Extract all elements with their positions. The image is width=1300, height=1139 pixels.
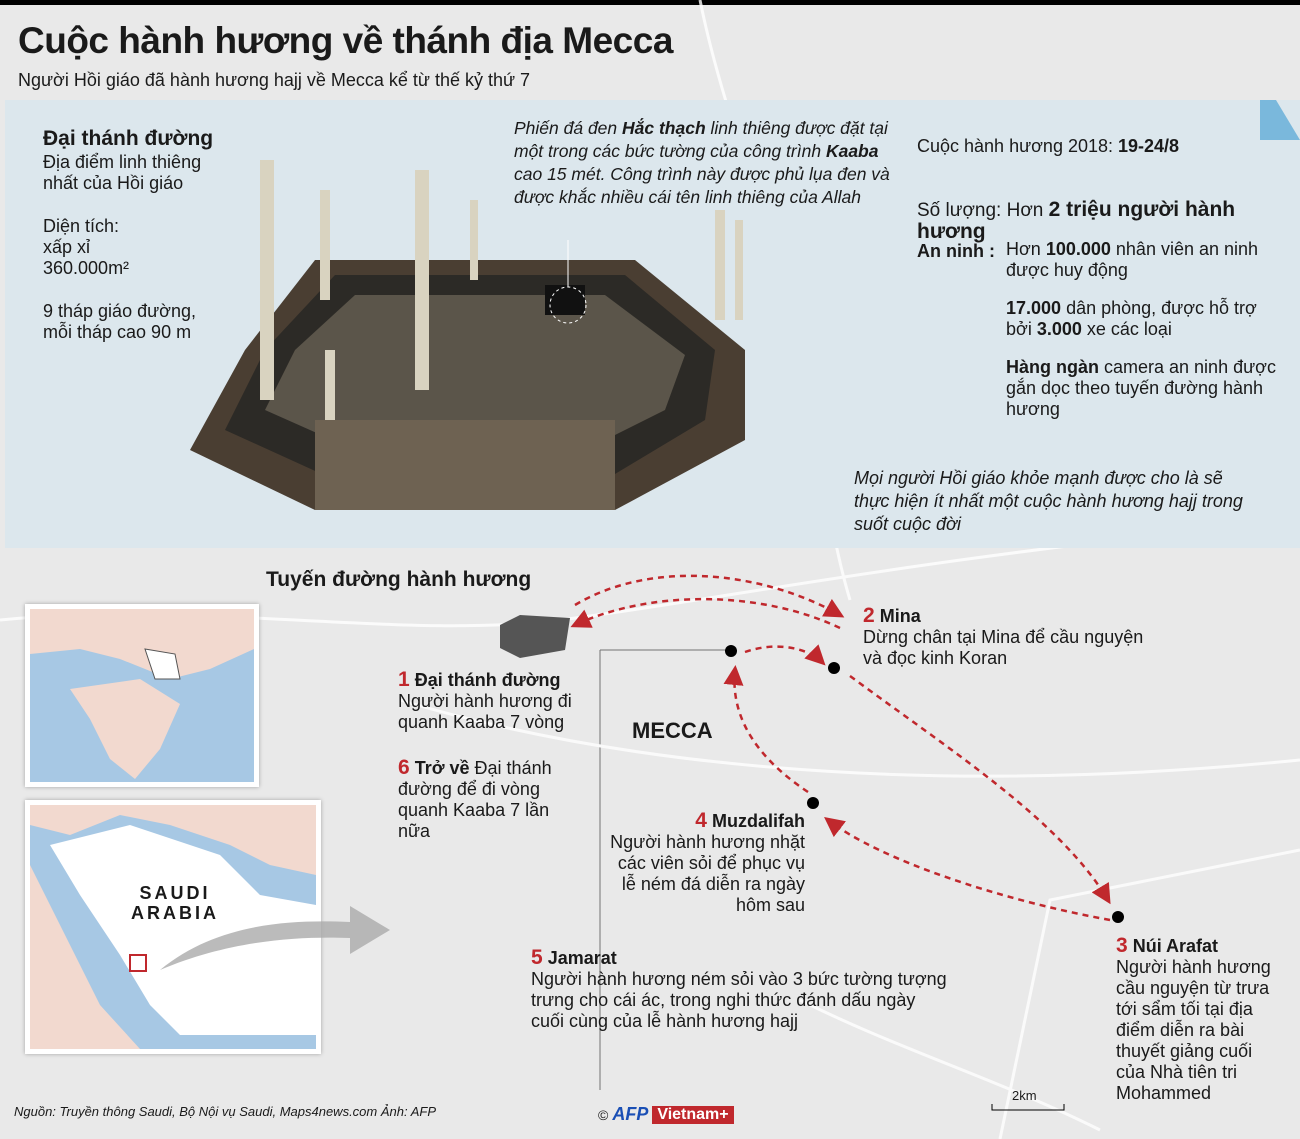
stop-number: 3 [1116,934,1128,957]
page-title: Cuộc hành hương về thánh địa Mecca [18,20,673,61]
stop-text: Người hành hương nhặt các viên sỏi để ph… [610,832,805,915]
area-value: xấp xỉ 360.000m² [43,237,130,278]
stop-text: Người hành hương ném sỏi vào 3 bức tường… [531,969,947,1031]
stop-number: 4 [695,809,707,832]
count-value: 2 triệu người hành hương [917,198,1236,243]
afp-logo: AFP [612,1104,649,1124]
security-colon: : [989,241,995,261]
date-label: Cuộc hành hương 2018: [917,136,1118,156]
stop-name: Muzdalifah [712,811,805,831]
jamarat-point [725,645,737,657]
mosque-info: Đại thánh đường Địa điểm linh thiêng nhấ… [43,126,233,343]
fact-bold: 3.000 [1036,319,1082,339]
black-stone-note: Phiến đá đen Hắc thạch linh thiêng được … [514,117,894,209]
vietnamplus-logo: Vietnam+ [652,1105,734,1124]
security-fact-1: Hơn 100.000 nhân viên an ninh được huy đ… [1006,239,1266,281]
mosque-heading: Đại thánh đường [43,127,214,150]
route-arrow-2-3 [849,674,1111,905]
road [399,698,1300,778]
country-label: SAUDI ARABIA [131,883,219,923]
stop-number: 6 [398,756,410,779]
mosque-desc: Địa điểm linh thiêng nhất của Hồi giáo [43,152,202,193]
arafat-point [1112,911,1124,923]
stop-name: Đại thánh đường [414,670,561,690]
world-map [30,609,254,782]
world-inset-map [25,604,259,787]
stop-text: Dừng chân tại Mina để cầu nguyện và đọc … [863,627,1144,668]
fact-text: camera an ninh được gắn dọc theo tuyến đ… [1006,357,1276,419]
stop-name: Núi Arafat [1132,936,1219,956]
scale-label: 2km [1012,1088,1037,1103]
fact-text: dân phòng, được hỗ trợ bởi [1006,298,1257,339]
date-value: 19-24/8 [1118,136,1180,156]
count-label: Số lượng: [917,200,1002,221]
note-text: Phiến đá đen [514,118,623,138]
fact-bold: Hàng ngàn [1006,357,1099,377]
fact-bold: 17.000 [1006,298,1062,318]
top-bar [0,0,1300,5]
city-label: MECCA [632,718,713,743]
route-arrow-3-4 [824,816,1111,922]
pilgrimage-date: Cuộc hành hương 2018: 19-24/8 [917,136,1179,157]
scale-bar [991,1104,1065,1111]
hajj-note: Mọi người Hồi giáo khỏe mạnh được cho là… [854,468,1243,534]
zoom-arrow [160,906,390,970]
stop-number: 2 [863,604,875,627]
note-text: cao 15 mét. Công trình này được phủ lụa … [514,164,890,207]
note-text: linh thiêng được đặt tại một trong các b… [514,118,888,161]
source-credit: Nguồn: Truyền thông Saudi, Bộ Nội vụ Sau… [14,1104,437,1119]
security-facts: Hơn 100.000 nhân viên an ninh được huy đ… [1006,239,1276,420]
security-fact-3: Hàng ngàn camera an ninh được gắn dọc th… [1006,357,1281,420]
note-bold: Kaaba [825,141,879,161]
stop-number: 1 [398,668,410,691]
afp-vietnamplus-logo: © AFP Vietnam+ [598,1104,734,1125]
note-bold: Hắc thạch [622,118,706,138]
stop-6: 6 Trở về Đại thánh đường để đi vòng quan… [398,757,563,842]
area-label: Diện tích: [43,216,120,236]
security-label: An ninh : [917,241,995,262]
count-fact: Số lượng: Hơn 2 triệu người hành hương [917,199,1300,243]
stop-number: 5 [531,946,543,969]
road [998,848,1300,1139]
route-arrow-return [570,597,841,630]
fact-text: nhân viên an ninh được huy động [1006,239,1259,280]
route-arrow-1-2 [574,574,845,618]
fact-bold: 100.000 [1045,239,1111,259]
road [799,998,1101,1132]
page-subtitle: Người Hồi giáo đã hành hương hajj về Mec… [18,70,531,90]
mina-point [828,662,840,674]
stop-text: Người hành hương cầu nguyện từ trưa tới … [1116,957,1271,1103]
route-arrow-mina [744,644,826,666]
stop-name: Jamarat [547,948,617,968]
stop-text: Đại thánh đường để đi vòng quanh Kaaba 7… [398,758,552,841]
stop-name: Trở về [414,758,470,778]
copyright-symbol: © [598,1106,609,1123]
fact-text: xe các loại [1081,319,1172,339]
stop-name: Mina [879,606,921,626]
security-fact-2: 17.000 dân phòng, được hỗ trợ bởi 3.000 … [1006,298,1266,340]
count-pre: Hơn [1006,200,1049,221]
minarets-info: 9 tháp giáo đường, mỗi tháp cao 90 m [43,301,196,342]
muzdalifah-point [807,797,819,809]
route-arrow-4-5 [723,665,809,794]
mosque-shape [500,615,570,658]
mecca-marker [129,954,147,972]
route-heading: Tuyến đường hành hương [266,568,532,591]
stop-text: Người hành hương đi quanh Kaaba 7 vòng [398,691,572,732]
mosque-photo [190,160,745,510]
security-label-text: An ninh [917,241,984,261]
fact-text: Hơn [1006,239,1046,259]
